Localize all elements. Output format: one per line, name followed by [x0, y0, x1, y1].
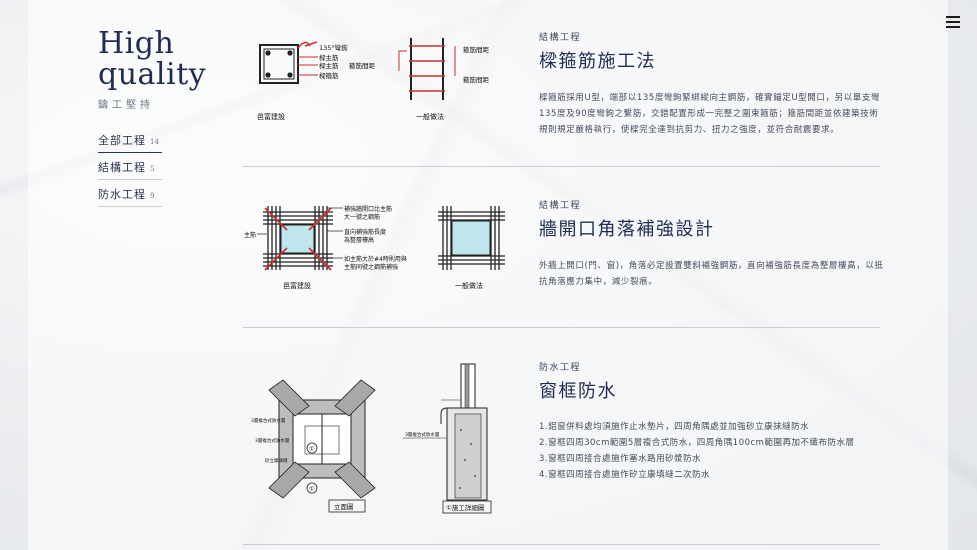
- entry-title: 窗框防水: [539, 381, 617, 402]
- category-label: 結構工程: [98, 161, 146, 174]
- entry-description: 樑箍筋採用U型，端部以135度彎鉤緊綁縱向主鋼筋，確實錨定U型開口，另以單支彎1…: [539, 93, 881, 135]
- category-count: 14: [150, 138, 159, 146]
- caption-ours: 邑富建設: [283, 281, 311, 290]
- entry-category: 結構工程: [539, 33, 582, 43]
- content-panel: [28, 0, 948, 550]
- category-count: 9: [150, 192, 155, 200]
- hamburger-menu-icon[interactable]: [946, 16, 960, 28]
- entry-list: 1.鋁窗併料處均須施作止水墊片，四周角隅處並加強砂立康抹縫防水 2.窗框四周30…: [539, 419, 884, 483]
- entry-beam-stirrup: 135°彎鉤 樑主筋 樑主筋 樑箍筋 箍筋間距 箍筋間距 箍筋間距 邑富建設 一…: [243, 30, 880, 165]
- brand-subtitle: 鑄工堅持: [98, 100, 154, 111]
- label-spacing-mid: 箍筋間距: [349, 61, 376, 70]
- category-nav: 全部工程 14 結構工程 5 防水工程 9: [98, 126, 162, 207]
- entry-category: 防水工程: [539, 363, 582, 373]
- window-waterproof-diagram: ① ① 3層複合式防水層 3層複合式防水層 砂立康填縫 立面圖 3層複合式防水層: [251, 363, 492, 514]
- label-silicone: 砂立康填縫: [265, 457, 288, 464]
- caption-elevation: 立面圖: [334, 502, 354, 511]
- entry-opening-reinforce: 補強牆開口比主筋 大一號之鋼筋 主筋 直向補強筋長度 為整層樓高 如主筋大於#4…: [243, 198, 883, 318]
- label-layer-1: 3層複合式防水層: [251, 417, 285, 424]
- entry-text: 防水工程 窗框防水 1.鋁窗併料處均須施作止水墊片，四周角隅處並加強砂立康抹縫防…: [539, 360, 884, 483]
- caption-general: 一般做法: [455, 281, 483, 290]
- divider: [243, 544, 880, 545]
- caption-general: 一般做法: [416, 112, 444, 121]
- category-all[interactable]: 全部工程 14: [98, 126, 162, 153]
- category-structure[interactable]: 結構工程 5: [98, 153, 162, 180]
- divider: [243, 327, 880, 328]
- label-size-1: 如主筋大於#4時則用與: [344, 255, 407, 263]
- label-spacing-right-2: 箍筋間距: [463, 75, 490, 84]
- divider: [243, 166, 880, 167]
- list-item: 4.窗框四周接合處施作矽立康填縫二次防水: [539, 470, 711, 480]
- label-reinforce-2: 大一號之鋼筋: [344, 213, 380, 221]
- category-label: 全部工程: [98, 134, 146, 147]
- label-size-2: 主筋同號之鋼筋補強: [344, 263, 398, 271]
- label-hook: 135°彎鉤: [319, 43, 348, 52]
- entry-description: 外牆上開口(門、窗)，角落必定設置雙斜補強鋼筋，直向補強筋長度為整層樓高，以抵抗…: [539, 261, 884, 287]
- entry-window-waterproof: ① ① 3層複合式防水層 3層複合式防水層 砂立康填縫 立面圖 3層複合式防水層: [243, 360, 880, 530]
- opening-reinforce-diagram: 補強牆開口比主筋 大一號之鋼筋 主筋 直向補強筋長度 為整層樓高 如主筋大於#4…: [244, 205, 505, 290]
- label-reinforce-1: 補強牆開口比主筋: [344, 205, 392, 213]
- entry-title: 牆開口角落補強設計: [539, 219, 715, 240]
- caption-detail: ①施工詳細圖: [446, 503, 484, 512]
- entry-category: 結構工程: [539, 201, 582, 211]
- label-vertical-1: 直向補強筋長度: [344, 228, 386, 236]
- label-main-bar: 主筋: [244, 231, 256, 239]
- label-spacing-right-1: 箍筋間距: [463, 45, 490, 54]
- brand-block: High quality 鑄工堅持: [98, 28, 206, 111]
- beam-stirrup-diagram: 135°彎鉤 樑主筋 樑主筋 樑箍筋 箍筋間距 箍筋間距 箍筋間距 邑富建設 一…: [257, 38, 490, 121]
- brand-title-line2: quality: [98, 57, 207, 92]
- caption-ours: 邑富建設: [257, 112, 285, 121]
- list-item: 1.鋁窗併料處均須施作止水墊片，四周角隅處並加強砂立康抹縫防水: [539, 422, 810, 432]
- label-layer-right: 3層複合式防水層: [405, 431, 439, 438]
- label-main-bar-2: 樑主筋: [319, 61, 339, 70]
- category-waterproof[interactable]: 防水工程 9: [98, 180, 162, 207]
- label-main-bar-1: 樑主筋: [319, 53, 339, 62]
- list-item: 3.窗框四周接合處施作塞水路用砂漿防水: [539, 454, 702, 464]
- marker-1: ①: [309, 445, 315, 453]
- entry-text: 結構工程 牆開口角落補強設計 外牆上開口(門、窗)，角落必定設置雙斜補強鋼筋，直…: [539, 198, 884, 290]
- label-layer-2: 3層複合式防水層: [255, 437, 289, 444]
- entry-text: 結構工程 樑箍筋施工法 樑箍筋採用U型，端部以135度彎鉤緊綁縱向主鋼筋，確實錨…: [539, 30, 884, 138]
- list-item: 2.窗框四周30cm範圍5層複合式防水，四周角隅100cm範圍再加不織布防水層: [539, 438, 855, 448]
- category-label: 防水工程: [98, 188, 146, 201]
- label-stirrup: 樑箍筋: [319, 71, 339, 80]
- brand-title-line1: High: [98, 26, 175, 61]
- entry-title: 樑箍筋施工法: [539, 51, 656, 72]
- marker-2: ①: [309, 485, 315, 493]
- label-vertical-2: 為整層樓高: [344, 236, 374, 244]
- category-count: 5: [150, 165, 155, 173]
